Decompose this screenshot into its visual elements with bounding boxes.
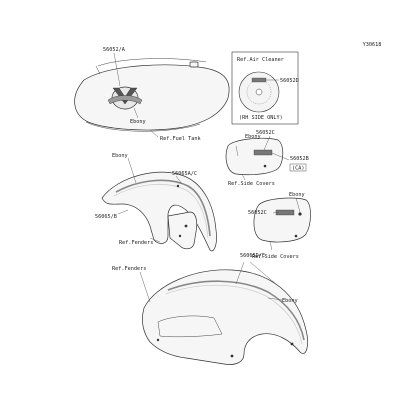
label-ref-side-covers-lower: Ref.Side Covers	[252, 254, 299, 260]
air-cleaner-box	[231, 51, 299, 125]
label-lower-side-cover-decal: 56052C	[248, 210, 267, 216]
label-ref-fenders-front: Ref.Fenders	[119, 240, 153, 246]
label-rear-fender-ebony: Ebony	[282, 298, 298, 304]
label-lower-side-cover-ebony: Ebony	[289, 192, 305, 198]
label-side-cover-decal-c: 56052C	[256, 130, 275, 136]
label-side-cover-ca: (CA)	[292, 166, 305, 172]
rear-fender	[139, 261, 308, 365]
upper-side-cover	[225, 135, 290, 181]
tank-emblem-decal	[107, 86, 143, 110]
lower-side-cover-decal	[275, 209, 295, 216]
air-cleaner-decal	[251, 77, 267, 83]
lower-side-cover	[253, 197, 311, 251]
label-tank-decal: 56052/A	[103, 47, 126, 53]
label-ref-air-cleaner: Ref.Air Cleaner	[237, 57, 284, 63]
label-front-fender-decal-b: 56065/B	[95, 214, 117, 220]
label-front-fender-ebony: Ebony	[112, 153, 128, 159]
label-tank-ebony: Ebony	[130, 119, 146, 125]
upper-side-cover-decal	[253, 149, 273, 156]
ca-note-box	[289, 163, 307, 172]
label-ref-fenders-rear: Ref.Fenders	[112, 266, 146, 272]
fuel-tank	[74, 52, 230, 138]
label-rear-fender-decal-de: 56065D/E	[240, 253, 265, 259]
label-ref-fuel-tank: Ref.Fuel Tank	[160, 136, 201, 142]
label-side-cover-ebony: Ebony	[245, 134, 261, 140]
label-air-cleaner-decal: 56052D	[280, 78, 299, 84]
label-side-cover-decal-b: 56052B	[290, 156, 309, 162]
front-fender	[101, 157, 217, 252]
label-front-fender-decal-ac: 56065A/C	[172, 171, 197, 177]
label-rh-side-only: (RH SIDE ONLY)	[239, 115, 283, 121]
label-ref-side-covers-upper: Ref.Side Covers	[228, 181, 275, 187]
drawing-id: Y30618	[363, 42, 382, 48]
